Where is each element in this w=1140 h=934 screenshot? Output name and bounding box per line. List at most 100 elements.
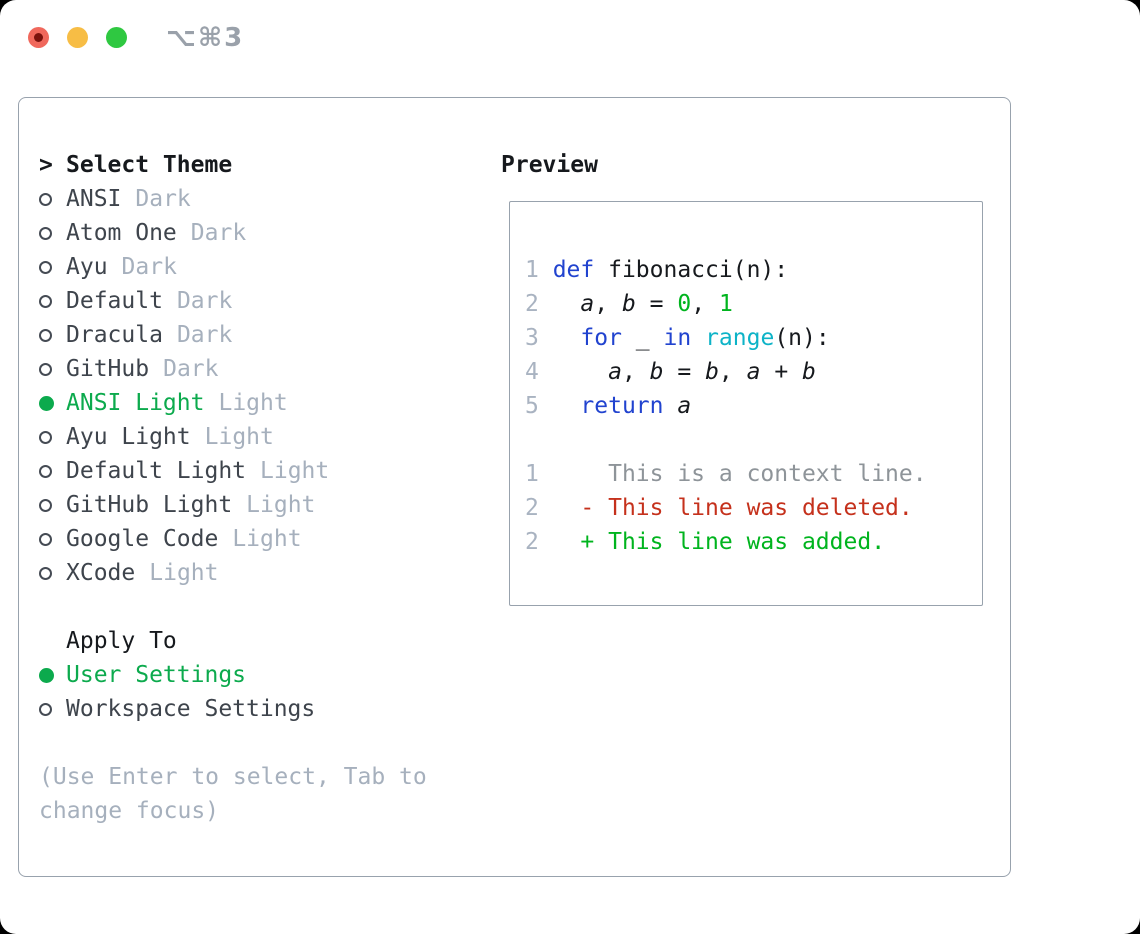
theme-option[interactable]: GitHub Light Light [39, 488, 489, 522]
theme-variant-tag: Dark [190, 220, 247, 246]
theme-name: Default [66, 288, 163, 314]
code-token: range [705, 325, 775, 351]
line-number: 1 [525, 461, 553, 487]
radio-icon [39, 464, 66, 478]
radio-icon [39, 260, 66, 274]
code-token [553, 291, 581, 317]
code-token [553, 325, 581, 351]
radio-icon [39, 430, 66, 444]
theme-option[interactable]: Google Code Light [39, 522, 489, 556]
code-token: , [621, 359, 650, 385]
apply-to-option[interactable]: User Settings [39, 658, 489, 692]
diff-preview: 1 This is a context line.2 - This line w… [525, 457, 982, 559]
radio-unselected-icon [39, 328, 52, 342]
apply-to-header-row: Apply To [39, 624, 489, 658]
code-token: in [663, 325, 692, 351]
radio-unselected-icon [39, 464, 52, 478]
radio-icon [39, 498, 66, 512]
select-theme-header-row: > Select Theme [39, 148, 489, 182]
diff-line: 2 - This line was deleted. [525, 491, 982, 525]
radio-icon [39, 192, 66, 206]
code-token: b [705, 359, 719, 385]
theme-name: GitHub Light [66, 492, 233, 518]
spacer [39, 726, 489, 760]
code-token: , [594, 291, 622, 317]
code-token: def [552, 257, 595, 283]
theme-name: Google Code [66, 526, 219, 552]
code-token: fibonacci(n): [594, 257, 789, 283]
code-line: 2 a, b = 0, 1 [525, 287, 982, 321]
close-button[interactable] [28, 27, 49, 48]
code-line: 4 a, b = b, a + b [525, 355, 982, 389]
theme-name: ANSI [66, 186, 122, 212]
code-token: = [635, 291, 678, 317]
apply-to-label: User Settings [66, 662, 247, 688]
code-token: , [691, 291, 719, 317]
code-token: + This line was added. [552, 529, 886, 555]
theme-variant-tag: Dark [121, 254, 177, 280]
hint-line: change focus) [39, 798, 220, 824]
code-token: a [608, 359, 622, 385]
window-title: ⌥⌘3 [166, 23, 245, 53]
code-token [691, 325, 705, 351]
code-token [664, 393, 678, 419]
radio-icon [39, 395, 66, 411]
code-token: _ [621, 325, 664, 351]
spacer [525, 423, 982, 457]
zoom-button[interactable] [106, 27, 127, 48]
code-token: 0 [677, 291, 692, 317]
radio-icon [39, 702, 66, 716]
apply-to-label: Workspace Settings [66, 696, 316, 722]
line-number: 3 [525, 325, 553, 351]
theme-name: Default Light [66, 458, 247, 484]
radio-unselected-icon [39, 226, 52, 240]
diff-line: 1 This is a context line. [525, 457, 982, 491]
radio-icon [39, 362, 66, 376]
radio-icon [39, 328, 66, 342]
code-token [553, 393, 581, 419]
code-token: return [580, 393, 664, 419]
radio-unselected-icon [39, 498, 52, 512]
code-line: 3 for _ in range(n): [525, 321, 982, 355]
theme-name: Atom One [66, 220, 177, 246]
theme-name: GitHub [66, 356, 150, 382]
theme-variant-tag: Light [246, 492, 316, 518]
code-token [553, 359, 608, 385]
apply-to-heading: Apply To [66, 628, 177, 654]
code-token: , [718, 359, 747, 385]
theme-option[interactable]: Atom One Dark [39, 216, 489, 250]
line-number: 1 [525, 257, 553, 283]
radio-unselected-icon [39, 362, 52, 376]
code-token: 1 [718, 291, 733, 317]
code-line: 5 return a [525, 389, 982, 423]
code-line: 1 def fibonacci(n): [525, 253, 982, 287]
theme-variant-tag: Light [260, 458, 330, 484]
select-theme-heading: Select Theme [66, 152, 233, 178]
code-token: a [580, 291, 595, 317]
apply-to-option[interactable]: Workspace Settings [39, 692, 489, 726]
code-token: = [663, 359, 706, 385]
line-number: 4 [525, 359, 553, 385]
radio-unselected-icon [39, 566, 52, 580]
theme-option[interactable]: Default Light Light [39, 454, 489, 488]
code-token: - This line was deleted. [552, 495, 913, 521]
minimize-button[interactable] [67, 27, 88, 48]
theme-variant-tag: Light [232, 526, 302, 552]
close-icon [34, 33, 43, 42]
